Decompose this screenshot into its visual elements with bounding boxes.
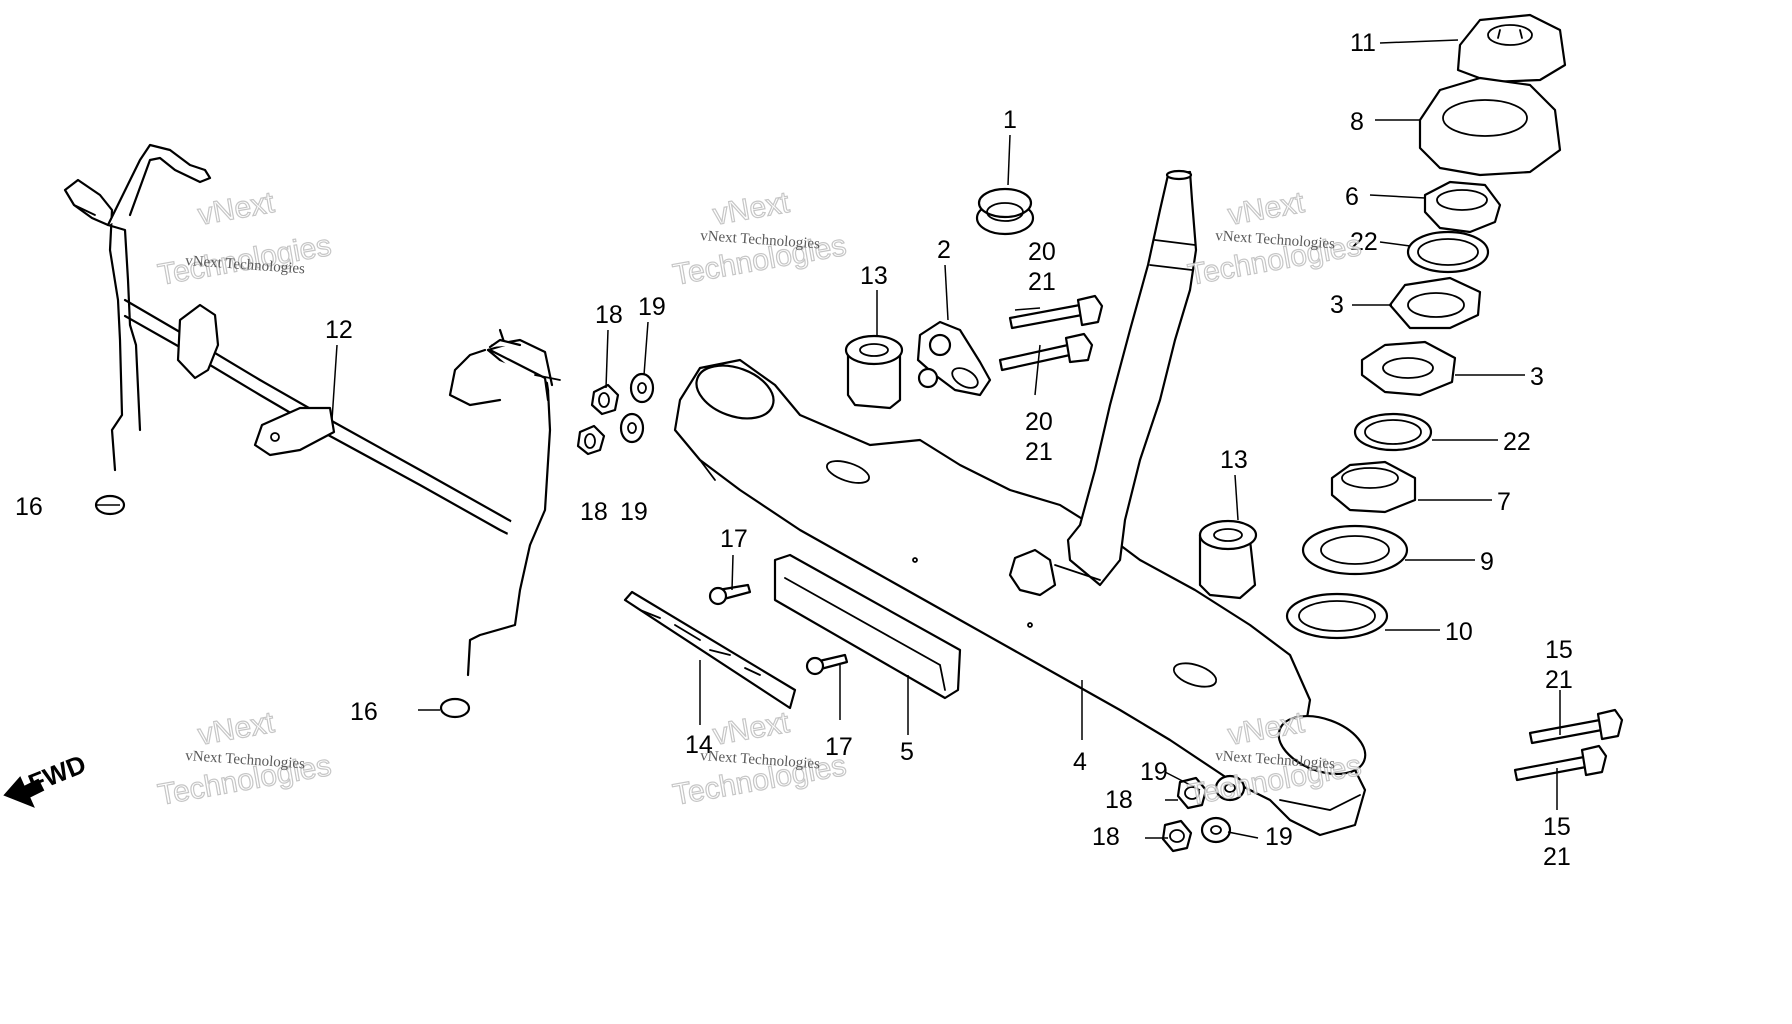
callout-13: 13 — [860, 262, 888, 290]
callout-22: 22 — [1503, 428, 1531, 456]
part-13-bushings — [844, 334, 1258, 600]
callout-22: 22 — [1350, 228, 1378, 256]
svg-text:vNext: vNext — [1225, 186, 1307, 232]
callout-7: 7 — [1497, 488, 1511, 516]
svg-text:vNext: vNext — [710, 706, 792, 752]
part-12-headlight-stay — [63, 143, 561, 677]
svg-text:vNext: vNext — [195, 706, 277, 752]
part-16-grommets — [94, 494, 471, 719]
callout-19: 19 — [1140, 758, 1168, 786]
part-14-emblem — [623, 590, 797, 710]
callout-18: 18 — [1092, 823, 1120, 851]
part-7-cone-lower — [1330, 460, 1417, 514]
callout-21: 21 — [1028, 268, 1056, 296]
callout-15: 15 — [1545, 636, 1573, 664]
part-1-dust-seal — [975, 187, 1035, 236]
part-10-washer — [1285, 592, 1389, 640]
part-18-nuts — [576, 383, 1208, 853]
watermark: vNext Technologies vNext Technologies — [1185, 185, 1364, 292]
callout-16: 16 — [350, 698, 378, 726]
callout-3: 3 — [1530, 363, 1544, 391]
part-5-cover — [773, 553, 962, 700]
callout-17: 17 — [720, 525, 748, 553]
part-6-cone — [1423, 180, 1502, 234]
fwd-label: FWD — [24, 749, 90, 799]
callout-21: 21 — [1543, 843, 1571, 871]
callout-3: 3 — [1330, 291, 1344, 319]
watermark: vNext Technologies vNext Technologies — [155, 705, 334, 812]
forward-arrow-icon — [3, 776, 45, 808]
callout-18: 18 — [1105, 786, 1133, 814]
part-4-steering-stem — [673, 169, 1367, 837]
callout-4: 4 — [1073, 748, 1087, 776]
svg-text:vNext: vNext — [195, 186, 277, 232]
leader-lines — [97, 39, 1561, 839]
callout-14: 14 — [685, 731, 713, 759]
callout-numbers: 1 2 13 20 21 20 21 12 16 16 18 19 18 19 … — [15, 29, 1573, 871]
part-3-race-upper — [1388, 276, 1482, 330]
callout-10: 10 — [1445, 618, 1473, 646]
part-9-seal — [1301, 524, 1409, 576]
callout-13: 13 — [1220, 446, 1248, 474]
callout-15: 15 — [1543, 813, 1571, 841]
part-3-race-lower — [1360, 340, 1457, 397]
part-19-washers — [619, 372, 1246, 844]
callout-16: 16 — [15, 493, 43, 521]
part-11-stem-nut — [1456, 13, 1567, 84]
callout-6: 6 — [1345, 183, 1359, 211]
part-17-screws — [708, 583, 849, 676]
callout-9: 9 — [1480, 548, 1494, 576]
bearing-stack — [1285, 13, 1567, 640]
callout-5: 5 — [900, 738, 914, 766]
callout-18: 18 — [595, 301, 623, 329]
callout-21: 21 — [1545, 666, 1573, 694]
part-22-ball-race-lower — [1353, 412, 1433, 452]
callout-19: 19 — [638, 293, 666, 321]
part-8-top-cover — [1418, 76, 1562, 177]
callout-19: 19 — [1265, 823, 1293, 851]
callout-1: 1 — [1003, 106, 1017, 134]
callout-12: 12 — [325, 316, 353, 344]
watermark: vNext Technologies vNext Technologies — [155, 185, 334, 292]
part-22-ball-race-upper — [1406, 230, 1490, 274]
watermark: vNext Technologies vNext Technologies — [670, 185, 849, 292]
callout-17: 17 — [825, 733, 853, 761]
callout-11: 11 — [1350, 29, 1376, 57]
callout-20: 20 — [1025, 408, 1053, 436]
callout-8: 8 — [1350, 108, 1364, 136]
part-2-bracket — [916, 320, 992, 397]
part-20-bolts — [998, 294, 1104, 372]
callout-18: 18 — [580, 498, 608, 526]
svg-text:vNext: vNext — [710, 186, 792, 232]
forward-direction-indicator: FWD — [3, 749, 90, 808]
part-15-bolts — [1513, 708, 1624, 782]
callout-21: 21 — [1025, 438, 1053, 466]
callout-19: 19 — [620, 498, 648, 526]
callout-2: 2 — [937, 236, 951, 264]
callout-20: 20 — [1028, 238, 1056, 266]
